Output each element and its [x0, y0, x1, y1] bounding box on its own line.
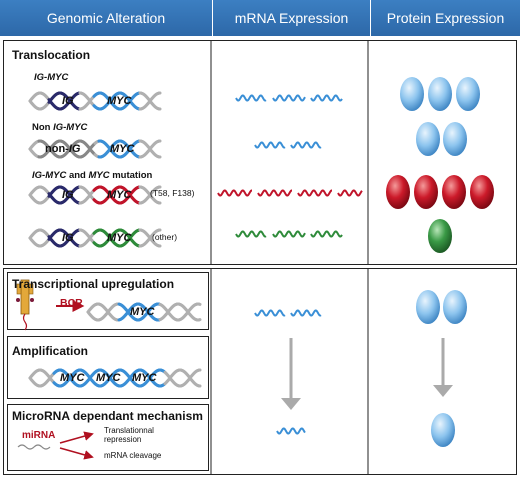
protein-red [470, 175, 494, 209]
header-protein-expression: Protein Expression [371, 0, 520, 36]
mrna-wave-blue [254, 141, 286, 149]
mutation-detail-label: (T58, F138) [150, 188, 195, 198]
protein-blue [431, 413, 455, 447]
protein-red [442, 175, 466, 209]
repression-label: Translationnal repression [104, 426, 154, 444]
dna-amplification [28, 368, 202, 388]
non-ig-myc-label: Non IG-MYC [32, 122, 88, 133]
mrna-wave-red [297, 189, 333, 197]
gene-myc-label: MYC [107, 95, 132, 107]
gene-ig-label-4: IG [62, 232, 74, 244]
protein-blue [443, 290, 467, 324]
amp-myc-1: MYC [60, 372, 85, 384]
transcriptional-title: Transcriptional upregulation [12, 277, 175, 291]
mrna-wave-red [337, 189, 363, 197]
amp-myc-2: MYC [96, 372, 121, 384]
mirna-label: miRNA [22, 430, 56, 441]
protein-red [414, 175, 438, 209]
mrna-wave-blue [290, 141, 322, 149]
mutation-label: IG-MYC and MYC mutation [32, 170, 153, 181]
protein-red [386, 175, 410, 209]
microrna-box [7, 404, 209, 471]
amplification-title: Amplification [12, 344, 89, 358]
other-mutation-label: (other) [152, 232, 178, 242]
amp-myc-3: MYC [132, 372, 157, 384]
protein-blue [428, 77, 452, 111]
repression-arrow-icon [59, 431, 94, 444]
mrna-wave-green [235, 230, 267, 238]
ig-myc-label: IG-MYC [34, 72, 69, 83]
gene-myc-label-2: MYC [110, 143, 135, 155]
mrna-wave-blue [290, 309, 322, 317]
mrna-wave-green [310, 230, 343, 238]
mrna-wave-blue [310, 94, 343, 102]
dna-transcriptional [86, 302, 202, 322]
protein-blue [416, 290, 440, 324]
mirna-strand-icon [17, 444, 51, 450]
dna-non-ig-myc [28, 139, 162, 159]
mrna-wave-blue [272, 94, 306, 102]
cleavage-arrow-icon [59, 447, 94, 460]
mrna-decrease-arrow-icon [281, 398, 301, 410]
protein-blue [416, 122, 440, 156]
gene-myc-label-3: MYC [107, 189, 132, 201]
gene-ig-label: IG [62, 95, 74, 107]
gene-myc-label-5: MYC [130, 306, 155, 318]
dna-myc-other [28, 228, 162, 248]
mrna-wave-green [272, 230, 306, 238]
gene-non-ig-label: non-IG [45, 143, 81, 155]
mrna-wave-blue [254, 309, 286, 317]
mrna-wave-red [217, 189, 253, 197]
header-genomic-alteration: Genomic Alteration [0, 0, 212, 36]
bcr-label: BCR [60, 297, 83, 309]
amplification-box [7, 336, 209, 399]
mrna-wave-blue [235, 94, 267, 102]
cleavage-label: mRNA cleavage [104, 451, 162, 460]
protein-green [428, 219, 452, 253]
protein-blue [443, 122, 467, 156]
bcr-receptor-icon [16, 279, 34, 331]
dna-myc-mutation [28, 185, 162, 205]
protein-blue [456, 77, 480, 111]
mrna-waves [217, 94, 363, 435]
dna-ig-myc [28, 91, 162, 111]
header-mrna-expression: mRNA Expression [213, 0, 370, 36]
gene-ig-label-3: IG [62, 189, 74, 201]
microrna-title: MicroRNA dependant mechanism [12, 409, 203, 423]
translocation-title: Translocation [12, 48, 91, 62]
mrna-wave-red [257, 189, 293, 197]
protein-ovals [386, 77, 494, 447]
mrna-wave-blue [276, 427, 306, 435]
protein-decrease-arrow-icon [433, 385, 453, 397]
protein-blue [400, 77, 424, 111]
gene-myc-label-4: MYC [107, 232, 132, 244]
